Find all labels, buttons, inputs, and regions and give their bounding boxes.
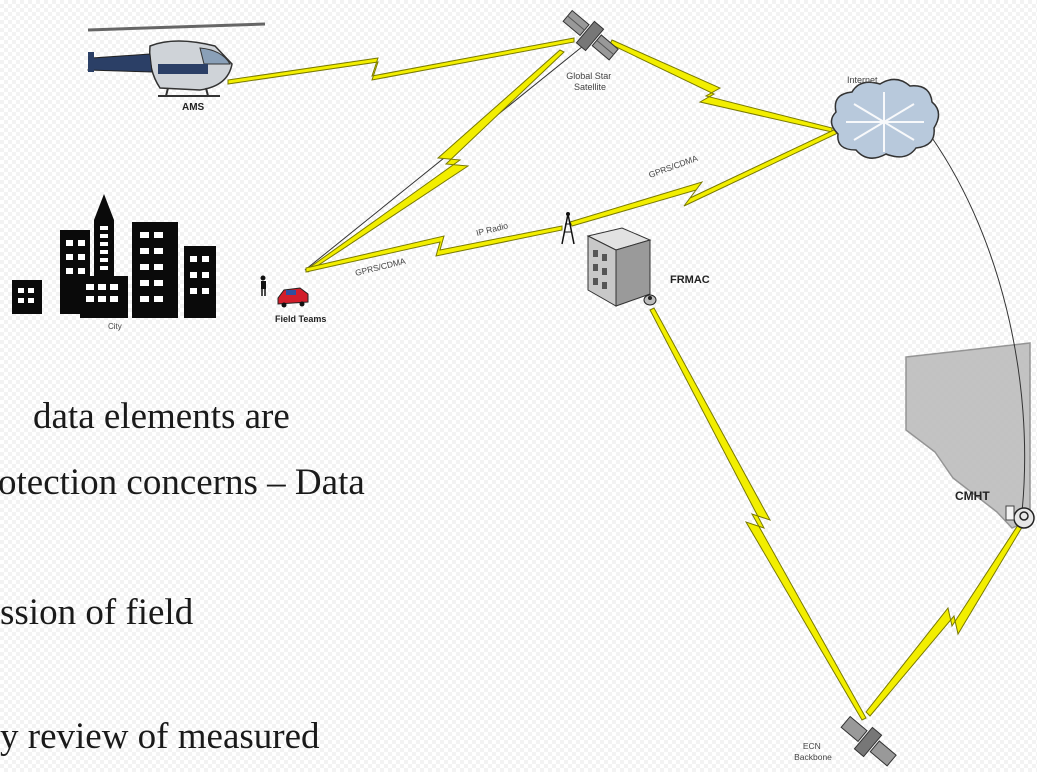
link-ecn-cmht — [865, 521, 1025, 717]
label-ip-radio: IP Radio — [475, 220, 509, 238]
bullet-line-4: y review of measured — [0, 716, 320, 757]
ecn-satellite-icon — [840, 715, 897, 767]
cmht-node-icon — [1005, 505, 1035, 529]
city-windows — [18, 226, 209, 303]
link-satellite-internet — [609, 39, 833, 133]
satellite-icon — [562, 9, 619, 61]
person-icon — [260, 275, 266, 296]
link-frmac-ecn — [649, 307, 867, 721]
internet-cloud-icon — [830, 78, 940, 159]
label-satellite: Global Star Satellite — [566, 71, 614, 92]
label-city: City — [108, 322, 122, 331]
building-icon — [586, 227, 657, 307]
internet-cmht-line — [924, 127, 1026, 513]
link-radio-internet — [569, 127, 841, 227]
label-ams: AMS — [182, 102, 205, 113]
state-region — [905, 342, 1031, 529]
bullet-line-1: data elements are — [33, 396, 290, 437]
car-icon — [277, 287, 309, 308]
bullet-line-3: ssion of field — [0, 592, 194, 633]
bullet-line-2: otection concerns – Data — [0, 462, 365, 503]
link-heli-satellite — [227, 37, 575, 85]
label-ecn-backbone: ECN Backbone — [794, 741, 832, 762]
label-internet: Internet — [847, 75, 878, 85]
label-cmht: CMHT — [955, 489, 990, 503]
link-field-radio — [305, 225, 563, 273]
label-frmac: FRMAC — [670, 274, 710, 286]
label-field-teams: Field Teams — [275, 314, 326, 324]
label-gprs-cdma-upper: GPRS/CDMA — [647, 153, 699, 180]
radio-tower-icon — [561, 212, 575, 245]
helicopter-icon — [87, 22, 266, 97]
